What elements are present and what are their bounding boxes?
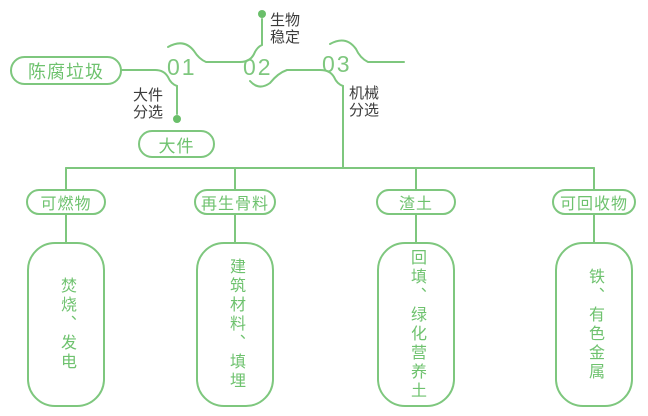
pill-to-box-connectors	[65, 214, 595, 243]
step-label-bio-stabilization: 生物 稳定	[270, 12, 300, 46]
branch-pill-label: 再生骨料	[200, 196, 269, 213]
result-text: 回填、绿化营养土	[408, 248, 425, 401]
step-label-line: 机械	[349, 85, 380, 102]
step-label-mechanical-sorting: 机械 分选	[349, 85, 379, 119]
result-box-incineration: 焚烧、发电	[27, 242, 105, 407]
step-number-03: 03	[322, 51, 352, 77]
step-label-line: 大件	[133, 87, 164, 104]
source-pill: 陈腐垃圾	[10, 56, 122, 85]
step-number-02: 02	[243, 54, 273, 80]
flow-line-02-stub-up	[239, 18, 263, 63]
branch-pill-recyclables: 可回收物	[552, 189, 636, 215]
branch-pill-label: 渣土	[398, 196, 433, 213]
step-label-line: 生物	[270, 12, 301, 29]
step-label-line: 分选	[349, 102, 380, 119]
source-label: 陈腐垃圾	[28, 61, 104, 82]
flow-line-03-trunk	[319, 69, 344, 169]
bulky-output-pill: 大件	[138, 130, 215, 158]
step-label-line: 分选	[133, 104, 164, 121]
flow-line-02-to-03	[249, 69, 321, 88]
bulky-node-dot	[173, 115, 181, 123]
flow-line-01-to-02	[167, 42, 241, 63]
flow-line-source-to-01	[121, 69, 178, 115]
branch-pill-label: 可燃物	[40, 196, 92, 213]
branch-pill-combustibles: 可燃物	[26, 189, 106, 215]
branch-pill-label: 可回收物	[559, 196, 628, 213]
result-text: 铁、有色金属	[586, 267, 603, 382]
result-box-backfill: 回填、绿化营养土	[377, 242, 455, 407]
result-text: 建筑材料、填埋	[227, 258, 244, 391]
step-label-line: 稳定	[270, 29, 301, 46]
branch-pill-slag-soil: 渣土	[376, 189, 456, 215]
branch-pill-recycled-aggregate: 再生骨料	[194, 189, 276, 215]
step-label-bulky-sorting: 大件 分选	[133, 87, 163, 121]
flow-line-03-tail	[329, 39, 405, 63]
result-box-metals: 铁、有色金属	[555, 242, 633, 407]
result-text: 焚烧、发电	[58, 277, 75, 372]
step-number-01: 01	[167, 54, 197, 80]
result-box-building-materials: 建筑材料、填埋	[196, 242, 274, 407]
branch-drop-lines	[65, 167, 595, 190]
bulky-output-label: 大件	[158, 136, 195, 156]
bio-node-dot	[258, 10, 266, 18]
